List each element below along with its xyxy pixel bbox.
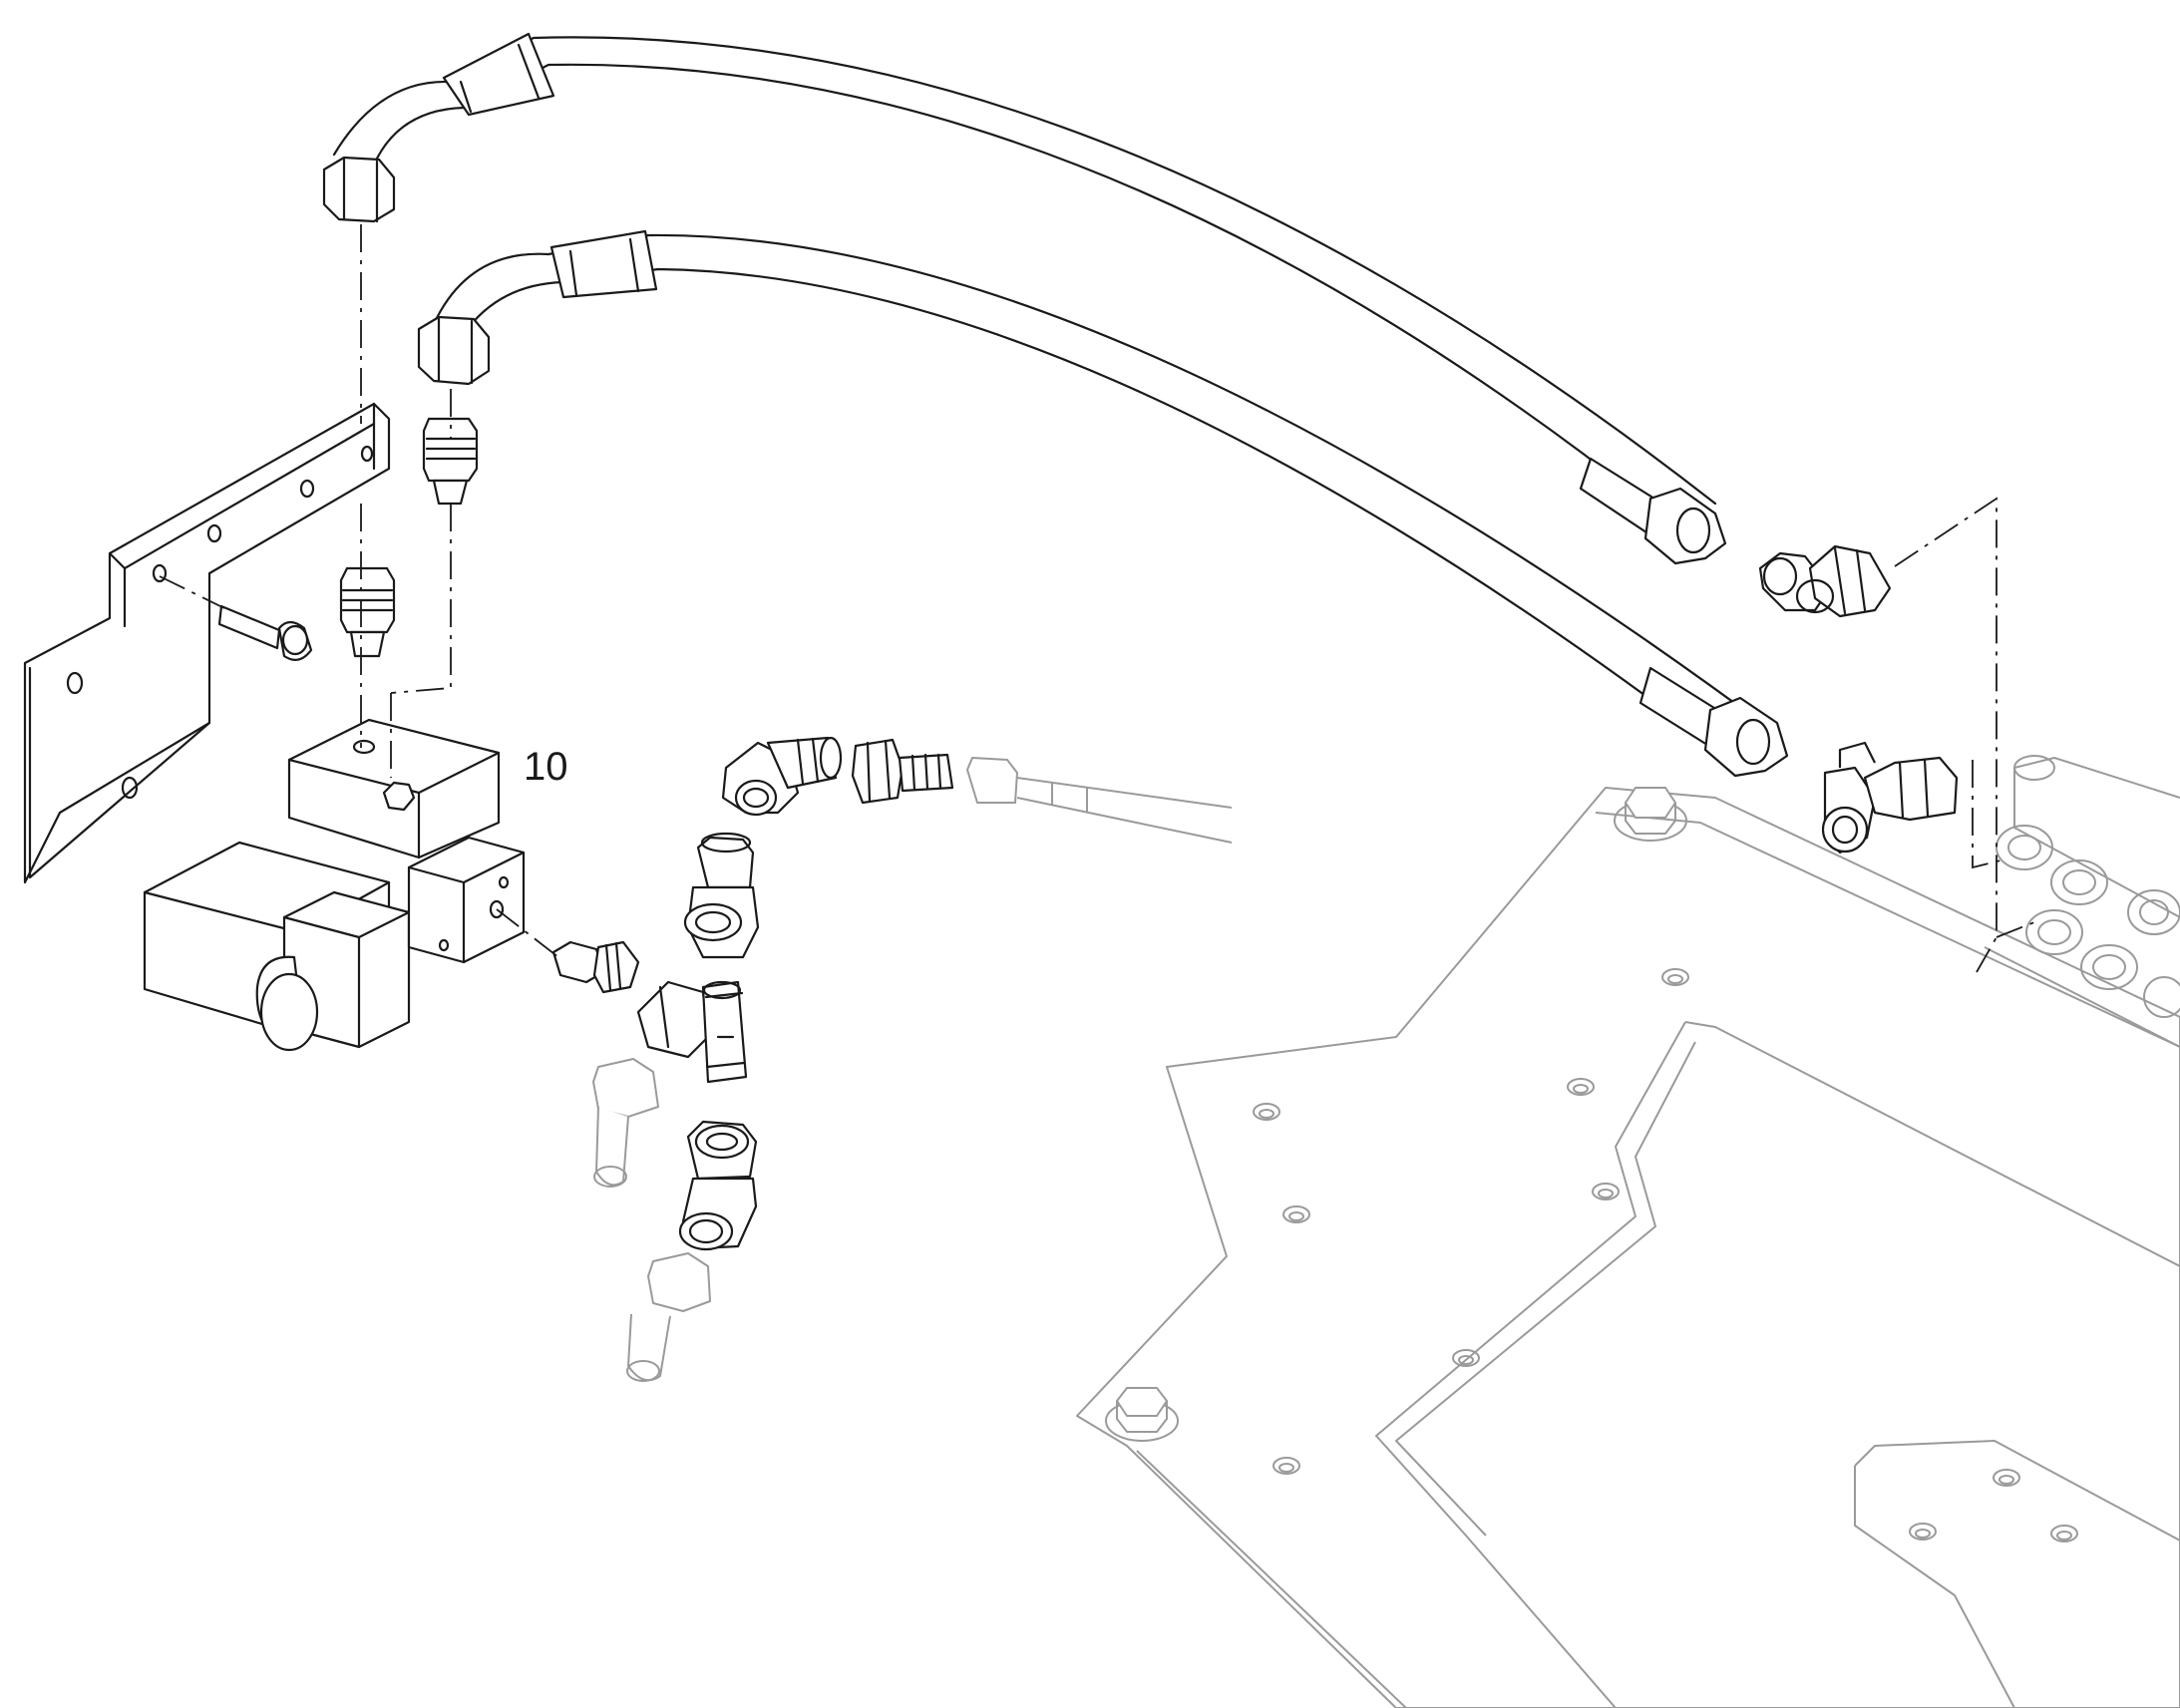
elbow-fitting-bottom: [678, 1120, 758, 1251]
ghost-fitting-lower-center: [626, 1252, 711, 1382]
elbow-fitting-right-upper: [1758, 544, 1892, 618]
straight-adapter-lower: [339, 566, 396, 658]
straight-union: [851, 738, 954, 805]
elbow-fitting-top: [721, 736, 843, 817]
elbow-fitting-middle: [683, 832, 760, 959]
solenoid-valve: [143, 718, 526, 1052]
callout-10: 10: [524, 745, 568, 789]
manifold-block: [1984, 755, 2180, 1048]
mounting-bracket: [23, 402, 391, 884]
valve-outlet-adapter: [551, 940, 640, 994]
hose-upper: [332, 32, 1727, 565]
tee-fitting: [636, 980, 748, 1084]
hose-lower: [432, 229, 1789, 778]
base-plate-holes: [1253, 968, 2078, 1542]
ghost-fitting-lower-left: [592, 1058, 659, 1188]
assembly-centerlines: [159, 224, 2035, 973]
base-plate: [1076, 787, 2180, 1708]
hose-nut-upper: [322, 156, 396, 223]
hose-nut-lower: [417, 315, 491, 386]
tee-fitting-right-lower: [1821, 741, 1959, 854]
straight-adapter-upper: [422, 417, 479, 506]
cap-screw: [217, 604, 313, 661]
base-plate-bolt-top: [1614, 787, 1687, 842]
base-plate-bolt-bottom: [1105, 1387, 1179, 1442]
ghost-hose-end: [966, 757, 1233, 844]
